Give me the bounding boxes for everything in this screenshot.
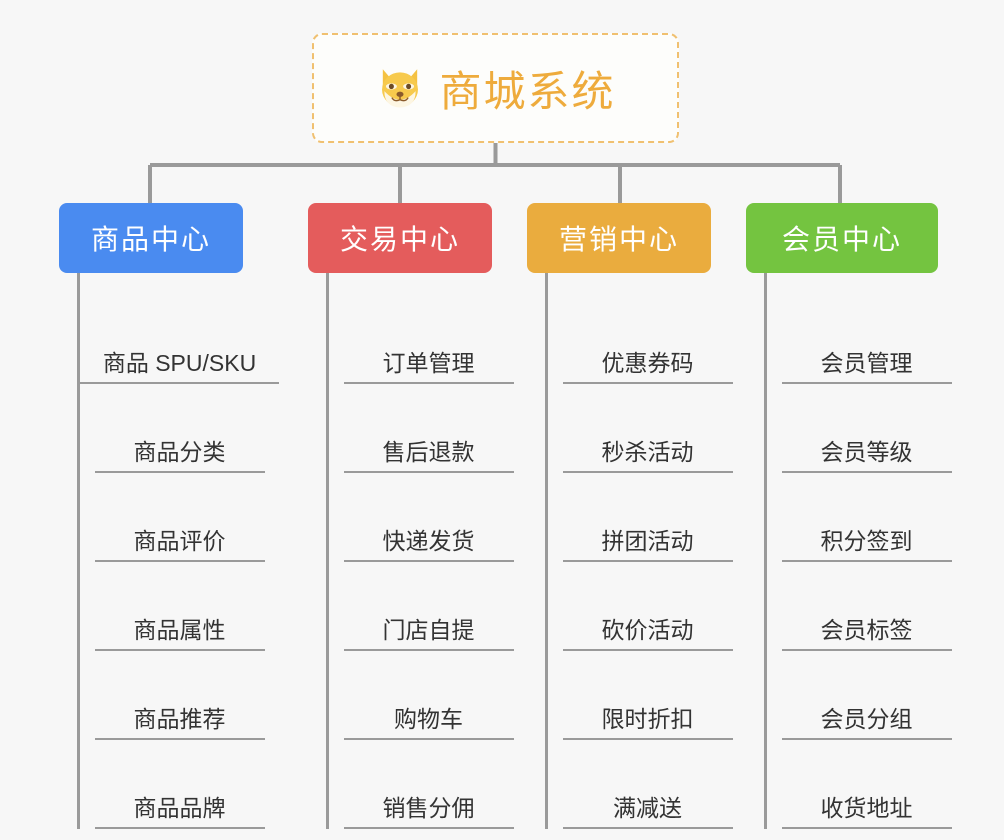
category-header-trade-center[interactable]: 交易中心 [308,203,492,273]
list-item[interactable]: 门店自提 [329,562,528,651]
leaf-list-marketing-center: 优惠券码 秒杀活动 拼团活动 砍价活动 限时折扣 满减送 [545,273,747,829]
list-item[interactable]: 会员管理 [767,295,966,384]
leaf-label: 商品评价 [94,522,265,562]
leaf-label: 商品分类 [94,433,265,473]
list-item[interactable]: 秒杀活动 [548,384,747,473]
list-item[interactable]: 积分签到 [767,473,966,562]
category-header-marketing-center[interactable]: 营销中心 [527,203,711,273]
leaf-label: 积分签到 [781,522,952,562]
leaf-list-trade-center: 订单管理 售后退款 快递发货 门店自提 购物车 销售分佣 [326,273,528,829]
category-label: 交易中心 [339,224,460,255]
list-item[interactable]: 售后退款 [329,384,528,473]
list-item[interactable]: 快递发货 [329,473,528,562]
list-item[interactable]: 订单管理 [329,295,528,384]
category-header-product-center[interactable]: 商品中心 [59,203,243,273]
list-item[interactable]: 购物车 [329,651,528,740]
leaf-label: 满减送 [562,789,733,829]
leaf-label: 商品 SPU/SKU [80,344,279,384]
leaf-label: 会员标签 [781,611,952,651]
list-item[interactable]: 限时折扣 [548,651,747,740]
leaf-label: 门店自提 [343,611,514,651]
leaf-label: 快递发货 [343,522,514,562]
list-item[interactable]: 会员等级 [767,384,966,473]
dog-face-icon [375,63,425,113]
root-node[interactable]: 商城系统 [312,33,679,143]
list-item[interactable]: 商品品牌 [80,740,279,829]
leaf-label: 拼团活动 [562,522,733,562]
list-item[interactable]: 商品推荐 [80,651,279,740]
leaf-label: 会员分组 [781,700,952,740]
list-item[interactable]: 砍价活动 [548,562,747,651]
category-label: 营销中心 [558,224,679,255]
leaf-label: 优惠券码 [562,344,733,384]
list-item[interactable]: 会员标签 [767,562,966,651]
category-header-member-center[interactable]: 会员中心 [746,203,938,273]
list-item[interactable]: 拼团活动 [548,473,747,562]
branch-column-marketing-center: 营销中心 优惠券码 秒杀活动 拼团活动 砍价活动 限时折扣 满减送 [527,203,747,829]
list-item[interactable]: 满减送 [548,740,747,829]
leaf-label: 商品属性 [94,611,265,651]
leaf-label: 订单管理 [343,344,514,384]
list-item[interactable]: 商品分类 [80,384,279,473]
list-item[interactable]: 销售分佣 [329,740,528,829]
category-label: 会员中心 [781,224,902,255]
leaf-label: 砍价活动 [562,611,733,651]
leaf-label: 会员管理 [781,344,952,384]
leaf-list-product-center: 商品 SPU/SKU 商品分类 商品评价 商品属性 商品推荐 商品品牌 [77,273,279,829]
leaf-label: 售后退款 [343,433,514,473]
branch-column-product-center: 商品中心 商品 SPU/SKU 商品分类 商品评价 商品属性 商品推荐 商品品牌 [59,203,279,829]
leaf-label: 限时折扣 [562,700,733,740]
branch-column-member-center: 会员中心 会员管理 会员等级 积分签到 会员标签 会员分组 收货地址 [746,203,966,829]
leaf-list-member-center: 会员管理 会员等级 积分签到 会员标签 会员分组 收货地址 [764,273,966,829]
leaf-label: 商品推荐 [94,700,265,740]
list-item[interactable]: 商品 SPU/SKU [80,295,279,384]
list-item[interactable]: 会员分组 [767,651,966,740]
leaf-label: 商品品牌 [94,789,265,829]
leaf-label: 购物车 [343,700,514,740]
list-item[interactable]: 商品评价 [80,473,279,562]
leaf-label: 收货地址 [781,789,952,829]
list-item[interactable]: 优惠券码 [548,295,747,384]
list-item[interactable]: 收货地址 [767,740,966,829]
leaf-label: 秒杀活动 [562,433,733,473]
list-item[interactable]: 商品属性 [80,562,279,651]
leaf-label: 销售分佣 [343,789,514,829]
branch-column-trade-center: 交易中心 订单管理 售后退款 快递发货 门店自提 购物车 销售分佣 [308,203,528,829]
root-title: 商城系统 [439,67,616,115]
leaf-label: 会员等级 [781,433,952,473]
category-label: 商品中心 [90,224,211,255]
